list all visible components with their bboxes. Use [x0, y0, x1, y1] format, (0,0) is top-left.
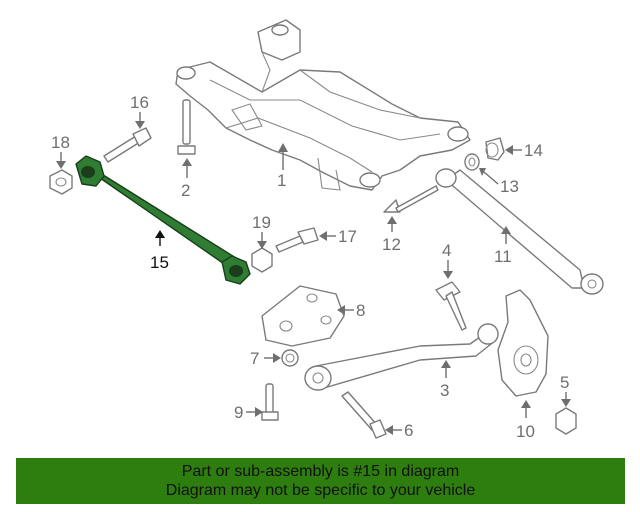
callout-15: 15 — [150, 253, 169, 272]
nut-5[interactable] — [555, 407, 577, 435]
callout-18: 18 — [51, 133, 70, 152]
washer-7[interactable] — [281, 349, 299, 367]
knuckle-10[interactable] — [497, 289, 549, 397]
callout-4: 4 — [442, 241, 451, 260]
bolt-2[interactable] — [177, 99, 196, 155]
subframe-crossmember[interactable] — [175, 19, 471, 191]
callout-17: 17 — [338, 227, 357, 246]
bolt-6[interactable] — [341, 391, 387, 439]
cam-bolt-4[interactable] — [435, 281, 467, 331]
callout-11: 11 — [494, 247, 512, 266]
washer-13[interactable] — [464, 153, 480, 171]
lower-arm-3[interactable] — [304, 323, 499, 391]
callout-14: 14 — [524, 141, 543, 160]
bushing-14[interactable] — [485, 137, 505, 161]
callout-12: 12 — [382, 235, 401, 254]
info-banner: Part or sub-assembly is #15 in diagram D… — [16, 458, 625, 504]
callout-9: 9 — [234, 403, 243, 422]
callout-8: 8 — [356, 301, 365, 320]
callout-3: 3 — [440, 381, 449, 400]
control-arm-11[interactable] — [435, 168, 604, 295]
bolt-17[interactable] — [275, 227, 319, 253]
nut-19[interactable] — [251, 247, 273, 273]
bolt-9[interactable] — [261, 383, 279, 421]
bolt-12[interactable] — [383, 185, 439, 213]
callout-5: 5 — [560, 373, 569, 392]
leader-13 — [483, 171, 499, 185]
callout-2: 2 — [181, 181, 190, 200]
banner-line-2: Diagram may not be specific to your vehi… — [165, 482, 476, 499]
callout-13: 13 — [500, 177, 519, 196]
callout-10: 10 — [516, 422, 535, 441]
callout-16: 16 — [130, 93, 149, 112]
nut-18[interactable] — [49, 169, 73, 195]
callout-19: 19 — [252, 213, 271, 232]
callout-6: 6 — [404, 421, 413, 440]
bolt-16[interactable] — [103, 127, 152, 163]
lateral-link-15[interactable] — [75, 155, 251, 285]
callout-7: 7 — [250, 349, 259, 368]
bracket-8[interactable] — [261, 285, 345, 347]
banner-line-1: Part or sub-assembly is #15 in diagram — [181, 463, 460, 480]
callout-1: 1 — [277, 171, 286, 190]
